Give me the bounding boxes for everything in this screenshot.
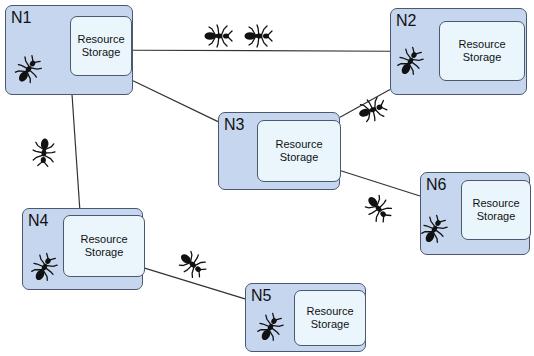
ant [356,95,389,125]
network-node-box: N1Resource Storage [5,5,133,95]
storage-label: Resource Storage [258,136,340,166]
ant [245,25,273,47]
network-link [340,170,420,196]
network-node-box: N5Resource Storage [245,283,366,352]
node-label: N6 [426,176,446,194]
ant [175,247,210,282]
node-label: N3 [224,116,244,134]
storage-label: Resource Storage [295,303,365,333]
storage-label: Resource Storage [71,31,131,61]
ant [361,191,396,226]
node-label: N2 [396,12,416,30]
storage-label: Resource Storage [440,36,524,66]
ant [32,138,56,167]
resource-storage-box: Resource Storage [461,180,531,240]
network-node-box: N6Resource Storage [420,172,530,255]
storage-label: Resource Storage [462,195,530,225]
storage-label: Resource Storage [64,231,144,261]
network-link [133,81,218,122]
node-label: N5 [251,287,271,305]
network-link [133,50,390,52]
resource-storage-box: Resource Storage [257,120,341,182]
node-label: N4 [28,212,48,230]
network-link [72,95,80,208]
network-link [143,268,245,299]
node-label: N1 [11,9,31,27]
resource-storage-box: Resource Storage [439,21,525,81]
ant [205,25,233,47]
network-node-box: N3Resource Storage [218,112,340,190]
network-link [340,89,390,117]
network-node-box: N2Resource Storage [390,8,527,95]
network-node-box: N4Resource Storage [22,208,143,290]
resource-storage-box: Resource Storage [63,215,145,277]
resource-storage-box: Resource Storage [294,290,366,346]
resource-storage-box: Resource Storage [70,16,132,76]
